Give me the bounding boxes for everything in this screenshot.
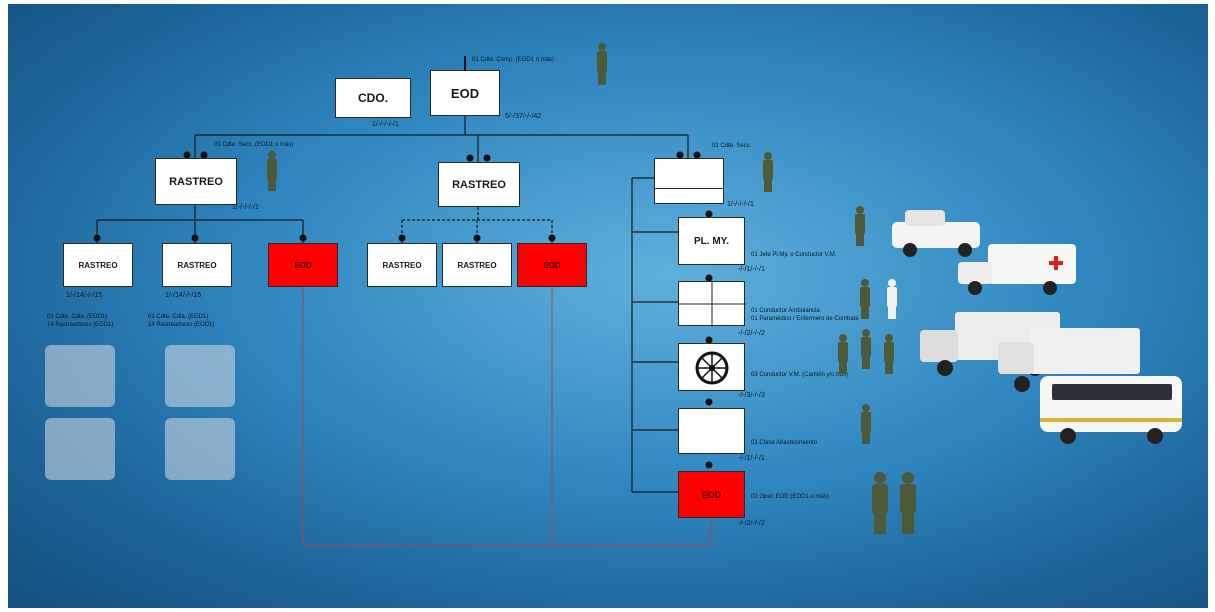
eod-sub-center-label: EOD xyxy=(543,260,561,270)
eod-top-box: EOD xyxy=(430,70,500,116)
pickup-truck-icon xyxy=(892,210,980,257)
background xyxy=(8,4,1208,608)
supply-box xyxy=(678,408,745,454)
cdo-box: CDO. xyxy=(335,78,411,118)
rastreo-left-box: RASTREO xyxy=(155,158,237,205)
rastreo-sub1-label: RASTREO xyxy=(78,260,118,270)
crosshair-cross-icon xyxy=(679,282,746,327)
rastreo-sub4-label: RASTREO xyxy=(457,260,497,270)
rastreo-sub3-label: RASTREO xyxy=(382,260,422,270)
rastreo-center-box: RASTREO xyxy=(438,162,520,207)
right-column-count: 1/-/-/-/-/1 xyxy=(727,201,754,208)
medic-icon xyxy=(887,279,897,319)
rastreo1-count: 1/-/14/-/-/15 xyxy=(66,292,103,299)
pl-my-staff-label: 01 Jefe Pl.My. o Conductor V.M. xyxy=(751,252,837,258)
vehicles-count: -/-/3/-/-/3 xyxy=(738,392,765,399)
eod-top-label: EOD xyxy=(450,85,480,101)
eod-staff-label: 02 Oper. EOD (EOD1 o más) xyxy=(751,494,829,500)
ambulance-symbol-box xyxy=(678,281,746,327)
eod-sub-center-box: EOD xyxy=(517,243,587,287)
rastreo-sub4-box: RASTREO xyxy=(442,243,512,287)
rastreo-center-label: RASTREO xyxy=(452,178,506,191)
supply-staff-label: 01 Clase Abastecimiento xyxy=(751,440,818,446)
supply-count: -/-/1/-/-/1 xyxy=(738,455,765,462)
wheel-icon xyxy=(695,351,729,385)
pl-my-label: PL. MY. xyxy=(693,235,729,247)
eod-bottom-count: -/-/2/-/-/2 xyxy=(738,520,765,527)
right-unit-divider xyxy=(655,187,723,189)
cdo-count: 1/-/-/-/-/1 xyxy=(372,121,399,128)
eod-top-count: 5/-/37/-/-/42 xyxy=(505,113,542,120)
rastreo-sub3-box: RASTREO xyxy=(367,243,437,287)
right-unit-box xyxy=(654,158,724,204)
rastreo2-count: 1/-/14/-/-/15 xyxy=(165,292,202,299)
vm-staff-label: 03 Conductor V.M. (Camión y/o bus) xyxy=(751,372,848,378)
rastreo2-staff-1: 01 Cdte. Cdla. (EOD1) xyxy=(148,314,209,320)
rastreo1-staff-1: 01 Cdte. Cdla. (EOD1) xyxy=(47,314,108,320)
rastreo1-staff-2: 14 Rastreadores (EOD1) xyxy=(47,322,114,328)
cargo-truck-icon xyxy=(998,328,1140,392)
right-group-leader-label: 01 Cdte. Secc. xyxy=(712,143,752,149)
ambulance-staff-2: 01 Paramédico / Enfermero de Combate xyxy=(751,316,859,322)
ambulance-icon xyxy=(958,244,1076,295)
rastreo-sub2-label: RASTREO xyxy=(177,260,217,270)
rastreo2-staff-2: 14 Rastreadores (EOD1) xyxy=(148,322,215,328)
pl-my-count: -/-/1/-/-/1 xyxy=(738,266,765,273)
rastreo-left-label: RASTREO xyxy=(169,175,223,188)
eod-bottom-box: EOD xyxy=(678,471,745,518)
rastreo-sub1-box: RASTREO xyxy=(63,243,133,287)
eod-sub-left-box: EOD xyxy=(268,243,338,287)
pl-my-box: PL. MY. xyxy=(678,217,745,265)
wheel-symbol-box xyxy=(678,343,745,391)
rastreo-left-count: 1/-/-/-/-/1 xyxy=(232,204,259,211)
ambulance-count: -/-/2/-/-/2 xyxy=(738,330,765,337)
bus-icon xyxy=(1040,376,1182,444)
rastreo-sub2-box: RASTREO xyxy=(162,243,232,287)
cdo-label: CDO. xyxy=(358,91,388,105)
formation-icon xyxy=(45,345,235,480)
eod-bottom-label: EOD xyxy=(701,489,722,500)
top-commander-label: 01 Cdte. Comp. (EOD1 o más) xyxy=(472,57,555,63)
ambulance-staff-1: 01 Conductor Ambulancia xyxy=(751,308,820,314)
eod-sub-left-label: EOD xyxy=(294,260,312,270)
soldier-icon xyxy=(267,43,916,534)
left-group-leader-label: 01 Cdte. Secc. (EOD1 o más) xyxy=(214,142,294,148)
